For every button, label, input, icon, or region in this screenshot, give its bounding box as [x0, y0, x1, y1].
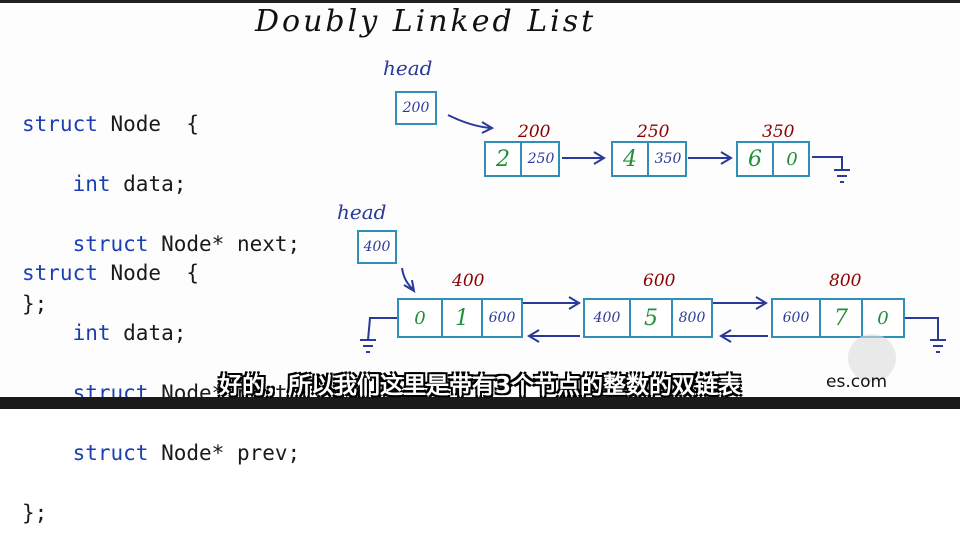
node-prev: 0 — [414, 307, 426, 329]
list-node: 600 7 0 — [771, 298, 905, 338]
node-next: 250 — [520, 143, 560, 175]
code-line: struct Node* next; — [72, 232, 301, 256]
head-value: 400 — [363, 239, 391, 255]
node-address: 400 — [452, 271, 485, 291]
arrow-head-to-node — [401, 267, 415, 291]
list-node: 2 250 — [484, 141, 560, 177]
list-node: 0 1 600 — [397, 298, 523, 338]
node-prev: 600 — [782, 310, 810, 326]
subtitle-caption: 好的，所以我们这里是带有3个节点的整数的双链表 — [218, 373, 741, 399]
head-pointer-box: 200 — [395, 91, 437, 125]
node-next: 350 — [647, 143, 687, 175]
code-line: int data; — [72, 321, 187, 345]
top-border — [0, 0, 960, 3]
node-address: 800 — [829, 271, 862, 291]
node-next: 800 — [671, 300, 711, 336]
arrow-head-to-node — [447, 114, 491, 129]
arrow-null — [367, 317, 398, 341]
head-pointer-box: 400 — [357, 230, 397, 264]
node-data: 1 — [441, 300, 481, 336]
list-node: 400 5 800 — [583, 298, 713, 338]
node-data: 6 — [748, 146, 762, 172]
node-data: 4 — [623, 146, 637, 172]
node-prev: 400 — [593, 310, 621, 326]
code-line: struct Node { — [22, 112, 200, 136]
code-block-singly: struct Node { int data; struct Node* nex… — [22, 79, 300, 349]
arrow-null — [812, 156, 843, 170]
node-address: 250 — [637, 122, 670, 142]
arrow-null — [905, 317, 939, 340]
node-address: 200 — [518, 122, 551, 142]
head-label: head — [383, 56, 433, 80]
video-frame — [0, 0, 960, 409]
node-data: 2 — [496, 146, 510, 172]
head-value: 200 — [402, 100, 430, 116]
node-data: 7 — [819, 300, 861, 336]
watermark: es.com — [826, 372, 888, 392]
head-label: head — [337, 200, 387, 224]
page-title: Doubly Linked List — [255, 4, 597, 39]
node-next: 0 — [772, 143, 810, 175]
node-next: 0 — [861, 300, 903, 336]
diagram-arrows — [360, 114, 946, 353]
list-node: 4 350 — [611, 141, 687, 177]
code-line: struct Node* prev; — [72, 441, 301, 465]
code-line: int data; — [72, 172, 187, 196]
code-line: }; — [22, 292, 48, 316]
list-node: 6 0 — [736, 141, 810, 177]
node-address: 600 — [643, 271, 676, 291]
node-address: 350 — [762, 122, 795, 142]
code-line: }; — [22, 501, 48, 525]
node-next: 600 — [481, 300, 521, 336]
bottom-border — [0, 397, 960, 409]
play-button-overlay[interactable] — [848, 334, 896, 382]
node-data: 5 — [629, 300, 671, 336]
code-line: struct Node { — [22, 261, 200, 285]
